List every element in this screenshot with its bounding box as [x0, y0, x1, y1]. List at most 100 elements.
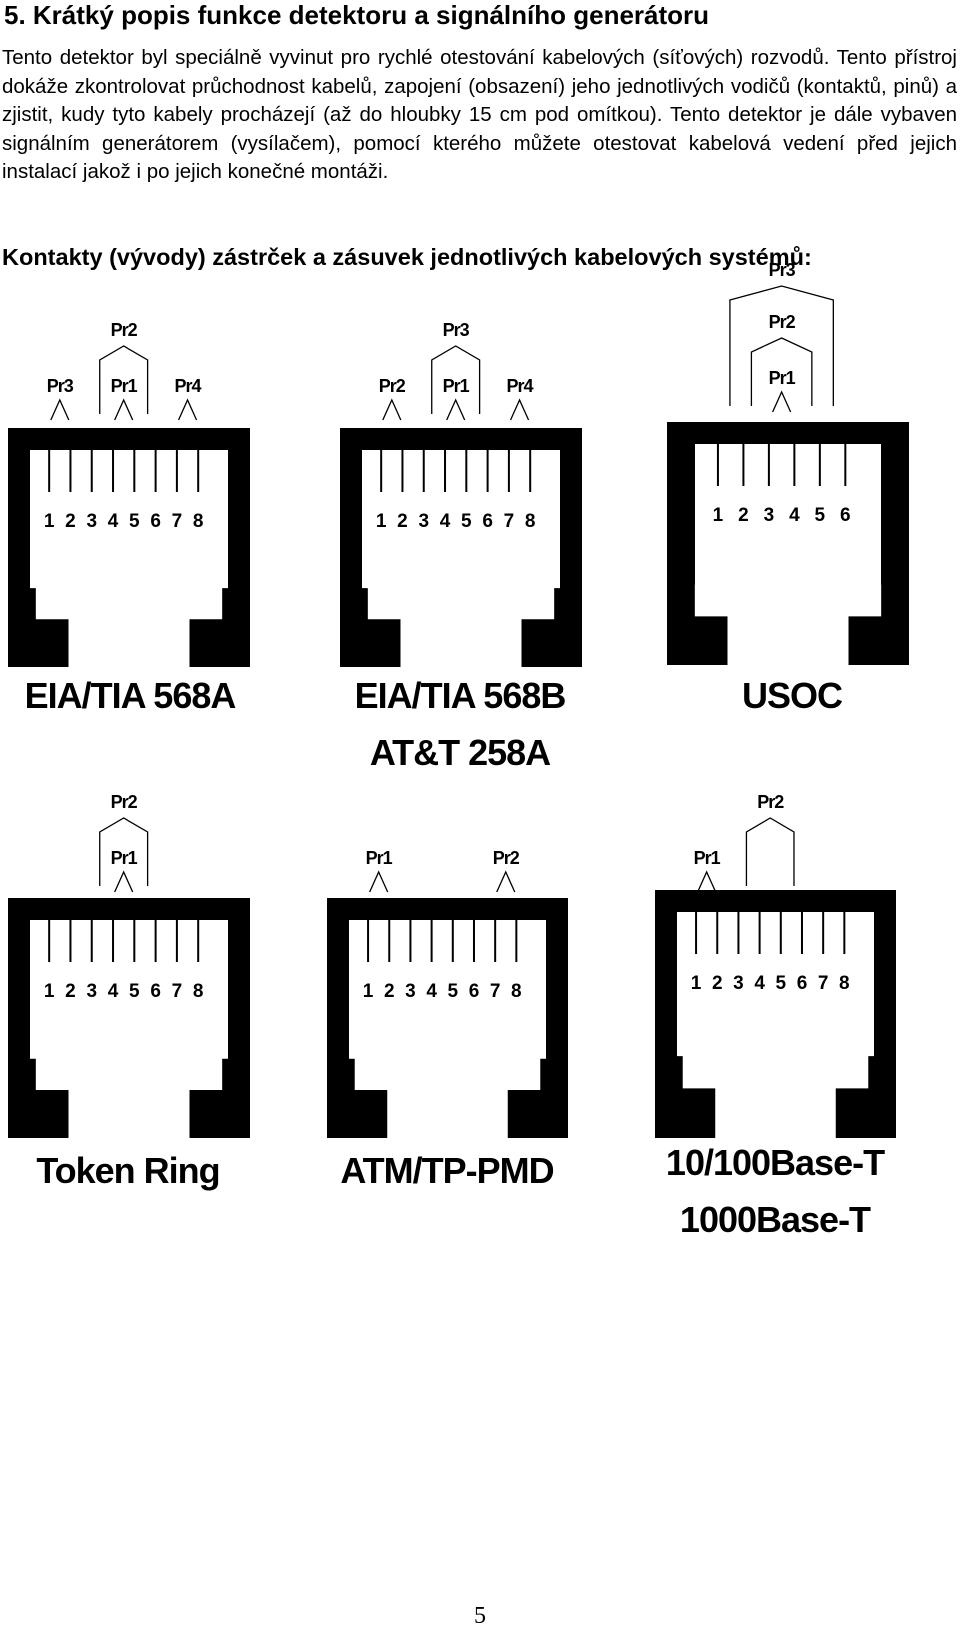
pair-bracket	[750, 337, 813, 406]
pin-number-2: 2	[738, 505, 749, 526]
jack-opening	[349, 920, 546, 1138]
jack-opening	[30, 450, 228, 667]
pin-number-8: 8	[511, 981, 522, 1002]
pin-number-1: 1	[363, 981, 374, 1002]
pin-number-7: 7	[172, 511, 183, 532]
pin-number-5: 5	[776, 973, 787, 994]
pin-number-7: 7	[818, 973, 829, 994]
pin-number-5: 5	[461, 511, 472, 532]
pin-number-2: 2	[397, 511, 408, 532]
pair-label-pr4: Pr4	[175, 376, 202, 396]
pair-marker	[114, 870, 134, 893]
pair-label-pr3: Pr3	[47, 376, 74, 396]
pin-number-5: 5	[129, 511, 140, 532]
pin-number-2: 2	[65, 981, 76, 1002]
pair-label-pr2: Pr2	[757, 792, 784, 812]
pin-number-1: 1	[691, 973, 702, 994]
pair-label-pr2: Pr2	[111, 320, 138, 340]
pair-label-pr1: Pr1	[694, 848, 721, 868]
connector-contacts-heading: Kontakty (vývody) zástrček a zásuvek jed…	[2, 244, 812, 270]
pin-number-3: 3	[86, 511, 97, 532]
pair-bracket	[745, 817, 795, 886]
pin-number-3: 3	[733, 973, 744, 994]
pair-label-pr3: Pr3	[443, 320, 470, 340]
pair-marker	[382, 398, 402, 421]
page-number: 5	[474, 1603, 486, 1629]
pin-number-6: 6	[482, 511, 493, 532]
pair-bracket	[431, 345, 481, 414]
connector-label: 1000Base-T	[680, 1199, 871, 1240]
connector-label: 10/100Base-T	[666, 1142, 885, 1183]
pin-number-3: 3	[764, 505, 775, 526]
connector-label: USOC	[742, 675, 843, 716]
pin-number-7: 7	[504, 511, 515, 532]
pin-number-4: 4	[108, 981, 119, 1002]
pair-label-pr1: Pr1	[111, 376, 138, 396]
pin-number-6: 6	[150, 981, 161, 1002]
pin-number-4: 4	[754, 973, 765, 994]
pin-number-8: 8	[525, 511, 536, 532]
pair-bracket	[99, 817, 149, 886]
pair-marker	[50, 398, 70, 421]
pair-label-pr3: Pr3	[769, 260, 796, 280]
pair-marker	[114, 398, 134, 421]
pin-number-2: 2	[712, 973, 723, 994]
pair-marker	[772, 390, 792, 413]
pair-marker	[509, 398, 530, 421]
pair-label-pr1: Pr1	[366, 848, 393, 868]
connector-label: EIA/TIA 568B	[355, 675, 566, 716]
pin-number-8: 8	[839, 973, 850, 994]
pair-marker	[446, 398, 466, 421]
pin-number-7: 7	[490, 981, 501, 1002]
pin-number-1: 1	[376, 511, 387, 532]
pair-label-pr1: Pr1	[443, 376, 470, 396]
pair-bracket	[99, 345, 149, 414]
pair-label-pr2: Pr2	[769, 312, 796, 332]
pin-number-4: 4	[108, 511, 119, 532]
pair-marker	[177, 398, 198, 421]
pin-number-5: 5	[129, 981, 140, 1002]
pin-number-3: 3	[418, 511, 429, 532]
section-heading: 5. Krátký popis funkce detektoru a signá…	[4, 0, 710, 30]
pair-label-pr4: Pr4	[507, 376, 534, 396]
pin-number-6: 6	[469, 981, 480, 1002]
pin-number-2: 2	[384, 981, 395, 1002]
pair-marker	[496, 870, 516, 893]
connector-label: AT&T 258A	[370, 732, 551, 773]
pin-number-1: 1	[713, 505, 724, 526]
pair-label-pr2: Pr2	[111, 792, 138, 812]
jack-opening	[362, 450, 560, 667]
pin-number-6: 6	[150, 511, 161, 532]
pair-marker	[697, 870, 717, 893]
pin-number-6: 6	[840, 505, 851, 526]
pair-label-pr1: Pr1	[111, 848, 138, 868]
jack-opening	[694, 444, 882, 665]
pin-number-3: 3	[86, 981, 97, 1002]
pair-label-pr2: Pr2	[379, 376, 406, 396]
connector-label: EIA/TIA 568A	[25, 675, 237, 716]
pin-number-6: 6	[797, 973, 808, 994]
connector-label: Token Ring	[36, 1150, 219, 1191]
pin-number-8: 8	[193, 511, 204, 532]
jack-opening	[677, 912, 874, 1138]
pin-number-7: 7	[172, 981, 183, 1002]
pin-number-4: 4	[426, 981, 437, 1002]
pair-label-pr2: Pr2	[493, 848, 520, 868]
intro-paragraph: Tento detektor byl speciálně vyvinut pro…	[2, 46, 957, 183]
pin-number-1: 1	[44, 511, 55, 532]
pin-number-4: 4	[789, 505, 800, 526]
pair-bracket	[729, 285, 834, 406]
pin-number-8: 8	[193, 981, 204, 1002]
pin-number-5: 5	[815, 505, 826, 526]
pin-number-1: 1	[44, 981, 55, 1002]
pair-label-pr1: Pr1	[769, 368, 796, 388]
connector-label: ATM/TP-PMD	[340, 1150, 553, 1191]
pin-number-5: 5	[448, 981, 459, 1002]
